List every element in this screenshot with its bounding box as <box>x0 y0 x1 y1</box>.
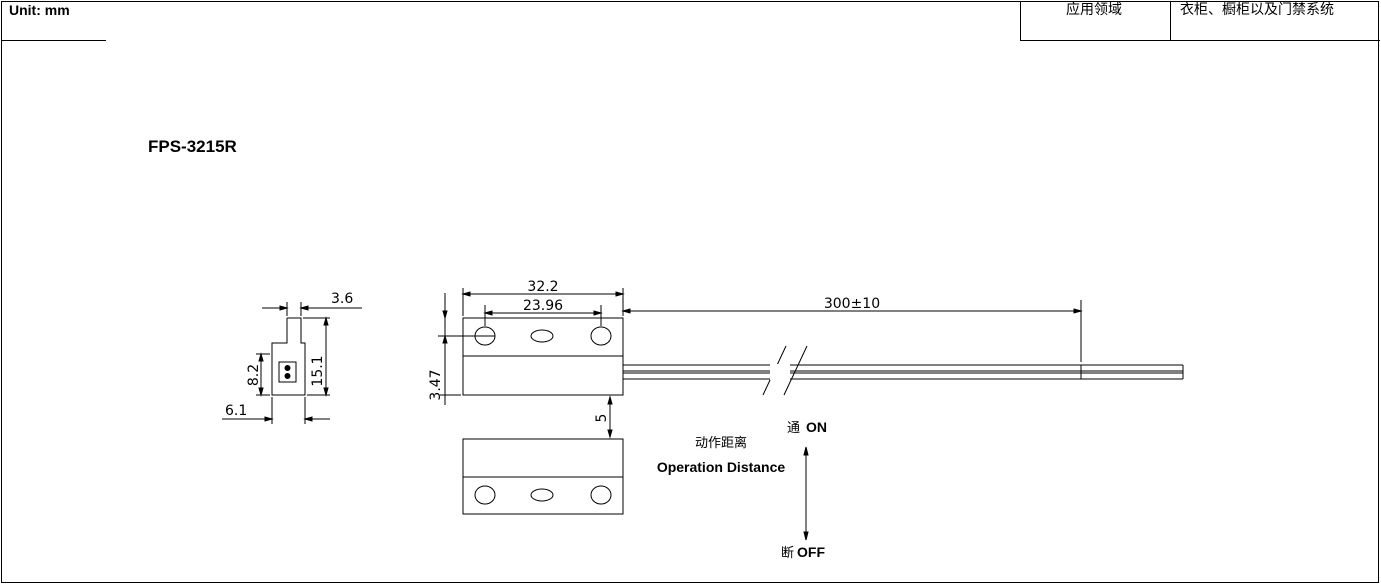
dim-cable-length: 300±10 <box>824 296 880 312</box>
dim-side-width: 3.6 <box>331 291 353 307</box>
side-view <box>222 302 362 424</box>
operation-distance-en: Operation Distance <box>657 459 786 475</box>
model-number: FPS-3215R <box>148 137 237 156</box>
dim-body-length: 32.2 <box>527 279 558 295</box>
on-label-cn: 通 <box>787 421 800 436</box>
on-label-en: ON <box>806 419 827 435</box>
sensor-body <box>462 317 624 396</box>
cable <box>623 345 1184 396</box>
magnet-body <box>462 438 624 515</box>
dim-side-inner: 8.2 <box>246 364 262 386</box>
dim-hole-spacing: 23.96 <box>523 298 563 314</box>
application-field-label: 应用领域 <box>1066 2 1122 18</box>
off-label-en: OFF <box>797 544 825 560</box>
unit-label: Unit: mm <box>9 2 70 18</box>
dim-side-base: 6.1 <box>225 403 247 419</box>
dim-side-height: 15.1 <box>310 355 326 386</box>
header-cell-divider <box>1170 1 1171 41</box>
dim-gap: 5 <box>594 414 610 423</box>
dim-body-height: 3.47 <box>428 369 444 400</box>
off-label-cn: 断 <box>781 546 794 561</box>
header-row-line <box>1020 40 1380 41</box>
header-cell-divider <box>1020 1 1021 41</box>
unit-underline <box>1 40 106 41</box>
application-field-value: 衣柜、橱柜以及门禁系统 <box>1180 2 1334 18</box>
operation-distance-cn: 动作距离 <box>695 435 747 451</box>
